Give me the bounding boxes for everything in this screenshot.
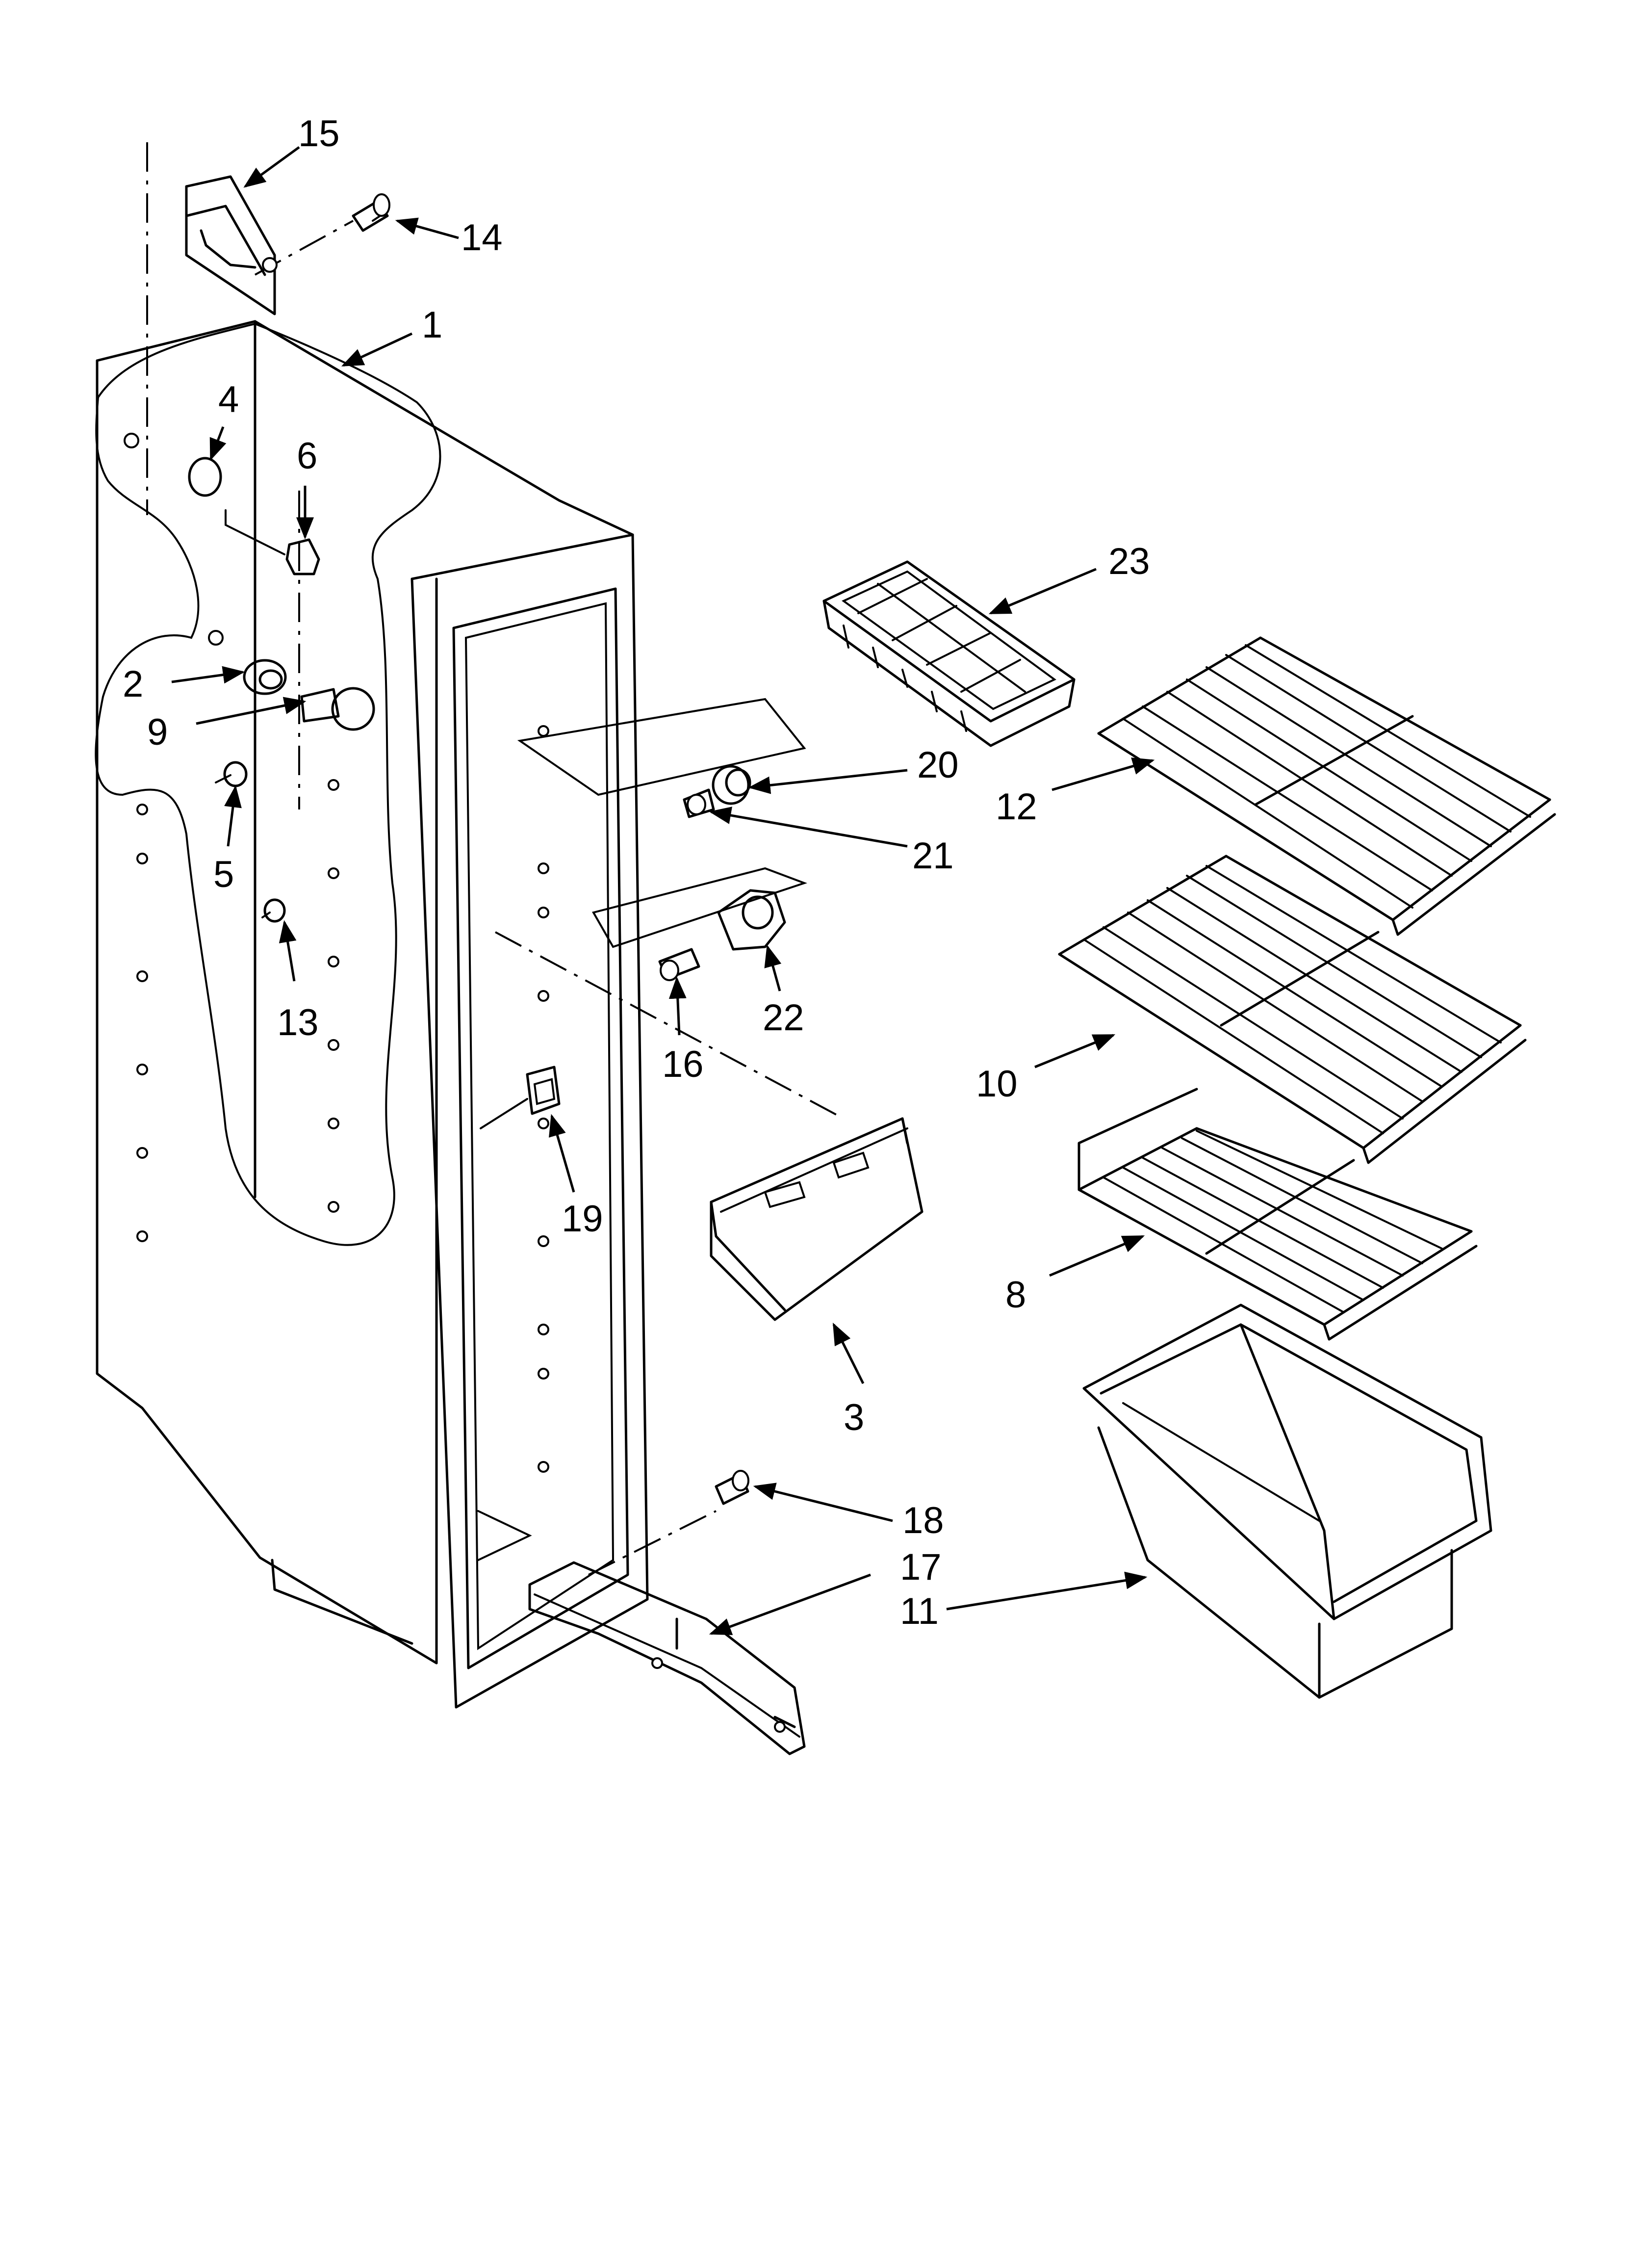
- shelf-support-20: [712, 765, 751, 805]
- light-bulb-9: [300, 687, 375, 731]
- callout-15: 15: [298, 113, 340, 155]
- lamp-socket-2: [243, 659, 287, 695]
- callout-22: 22: [763, 997, 804, 1039]
- callout-3: 3: [844, 1397, 864, 1438]
- ice-cube-tray: [822, 560, 1076, 747]
- lower-hinge-bracket: [528, 1561, 806, 1755]
- switch-19: [480, 1066, 561, 1129]
- clip-6: [285, 538, 320, 575]
- callout-13: 13: [277, 1002, 319, 1043]
- centerline-screw-18: [588, 1510, 717, 1576]
- callout-10: 10: [976, 1063, 1018, 1105]
- callout-11: 11: [900, 1590, 939, 1632]
- upper-hinge-bracket: [185, 175, 278, 315]
- callout-6: 6: [297, 435, 317, 477]
- screw-14: [352, 193, 390, 232]
- shelf-channel-3: [710, 1117, 924, 1321]
- callout-16: 16: [662, 1043, 704, 1085]
- callout-23: 23: [1108, 541, 1150, 582]
- centerline-shelf-support: [495, 931, 844, 1120]
- callout-12: 12: [996, 786, 1037, 828]
- freezer-liner: [95, 320, 649, 1709]
- screw-21: [683, 788, 715, 818]
- callout-14: 14: [461, 217, 503, 259]
- callout-5: 5: [213, 854, 234, 895]
- plug-4: [188, 457, 222, 497]
- screw-13: [261, 898, 286, 923]
- screw-5: [215, 761, 248, 787]
- callout-18: 18: [902, 1500, 944, 1541]
- shelf-support-22: [717, 889, 786, 951]
- support-mount-plate: [517, 698, 806, 796]
- storage-bin-11: [1082, 1303, 1492, 1699]
- callout-4: 4: [218, 379, 239, 420]
- leader-lines: [171, 146, 1155, 1635]
- callout-1: 1: [422, 304, 442, 346]
- callout-21: 21: [912, 835, 954, 877]
- callout-8: 8: [1005, 1274, 1026, 1316]
- screw-18: [715, 1470, 749, 1505]
- callout-17: 17: [900, 1546, 942, 1588]
- callout-labels: 15 14 1 4 6 2 9 5 13 23 20 21 12 22 16 1…: [123, 113, 1150, 1632]
- wire-shelf-12: [1097, 636, 1556, 936]
- callout-9: 9: [147, 711, 168, 753]
- callout-19: 19: [562, 1198, 603, 1240]
- callout-20: 20: [917, 744, 959, 786]
- screw-16: [658, 948, 700, 981]
- callout-2: 2: [123, 663, 143, 705]
- wire-shelf-8: [1078, 1088, 1478, 1341]
- wire-shelf-10: [1058, 855, 1527, 1164]
